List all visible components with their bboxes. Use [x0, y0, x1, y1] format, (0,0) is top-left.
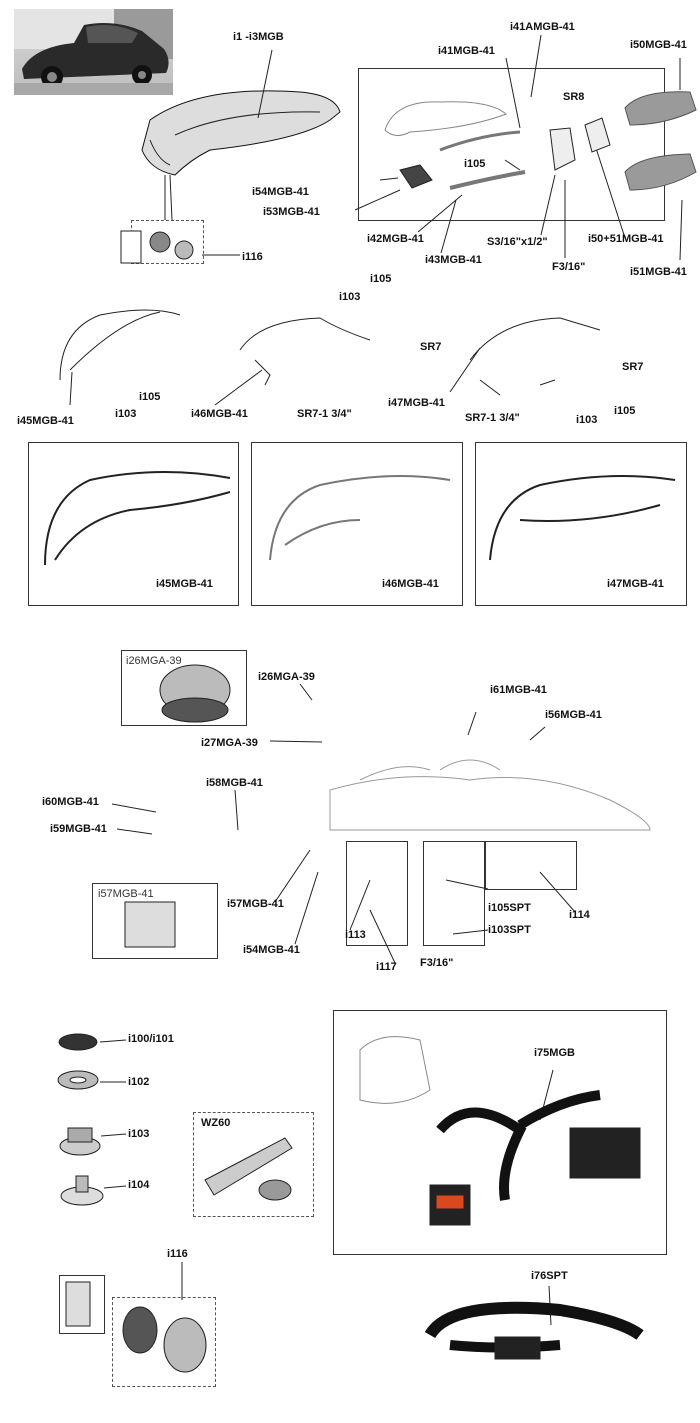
- panel-i46: [251, 442, 463, 606]
- label-i105c: i105: [139, 391, 161, 403]
- label-i76: i76SPT: [531, 1270, 568, 1282]
- label-i56: i56MGB-41: [545, 709, 602, 721]
- label-i104: i104: [128, 1179, 150, 1191]
- label-i103a: i103: [115, 408, 137, 420]
- wz60-dashed-box: [193, 1112, 314, 1217]
- car-photo: [14, 9, 173, 95]
- label-i103c: i103: [576, 414, 598, 426]
- label-sr8: SR8: [563, 91, 585, 103]
- i113-box: [346, 841, 408, 946]
- label-sr7-134a: SR7-1 3/4": [297, 408, 352, 420]
- label-i103spt: i103SPT: [488, 924, 531, 936]
- panel-i45: [28, 442, 239, 606]
- i105spt-box: [423, 841, 485, 946]
- label-i51: i51MGB-41: [630, 266, 687, 278]
- label-i45b: i45MGB-41: [156, 578, 213, 590]
- label-i53: i53MGB-41: [263, 206, 320, 218]
- chrome-cap: [624, 91, 697, 126]
- label-i117: i117: [376, 961, 397, 973]
- hood-parts-frame: [358, 68, 665, 221]
- label-i41: i41MGB-41: [438, 45, 495, 57]
- label-i105b: i105: [370, 273, 392, 285]
- label-i60: i60MGB-41: [42, 796, 99, 808]
- label-i46b: i46MGB-41: [382, 578, 439, 590]
- label-i105spt: i105SPT: [488, 902, 531, 914]
- label-i116a: i116: [242, 251, 263, 263]
- label-f316b: F3/16": [420, 957, 454, 969]
- label-i58: i58MGB-41: [206, 777, 263, 789]
- panel-i47: [475, 442, 687, 606]
- snap-fastener: [58, 1033, 98, 1051]
- label-i114: i114: [569, 909, 590, 921]
- label-i54b: i54MGB-41: [243, 944, 300, 956]
- label-i59: i59MGB-41: [50, 823, 107, 835]
- label-i100: i100/i101: [128, 1033, 174, 1045]
- label-i41a: i41AMGB-41: [510, 21, 575, 33]
- label-i45a: i45MGB-41: [17, 415, 74, 427]
- hood-frame: [59, 309, 181, 381]
- label-i42: i42MGB-41: [367, 233, 424, 245]
- label-i26a: i26MGA-39: [126, 655, 182, 667]
- soft-top: [141, 90, 341, 176]
- label-sr7-134b: SR7-1 3/4": [465, 412, 520, 424]
- label-i50-51: i50+51MGB-41: [588, 233, 664, 245]
- label-i113: i113: [345, 929, 366, 941]
- label-i27: i27MGA-39: [201, 737, 258, 749]
- label-sr7b: SR7: [622, 361, 644, 373]
- press-stud-tool: [204, 1137, 293, 1196]
- label-i57b: i57MGB-41: [227, 898, 284, 910]
- label-i116b: i116: [167, 1248, 188, 1260]
- i116-dashed-box-bottom: [112, 1297, 216, 1387]
- label-f316a: F3/16": [552, 261, 586, 273]
- label-i105d: i105: [614, 405, 636, 417]
- label-sr7a: SR7: [420, 341, 442, 353]
- label-i61: i61MGB-41: [490, 684, 547, 696]
- label-s316: S3/16"x1/2": [487, 236, 548, 248]
- label-i75: i75MGB: [534, 1047, 575, 1059]
- label-i26b: i26MGA-39: [258, 671, 315, 683]
- seat-belt: [436, 1107, 527, 1201]
- label-i47a: i47MGB-41: [388, 397, 445, 409]
- label-i43: i43MGB-41: [425, 254, 482, 266]
- label-i105a: i105: [464, 158, 486, 170]
- label-i50: i50MGB-41: [630, 39, 687, 51]
- label-i47b: i47MGB-41: [607, 578, 664, 590]
- label-i103d: i103: [128, 1128, 150, 1140]
- label-i102: i102: [128, 1076, 150, 1088]
- label-i103b: i103: [339, 291, 361, 303]
- label-i57a: i57MGB-41: [98, 888, 154, 900]
- label-i54a: i54MGB-41: [252, 186, 309, 198]
- label-wz60: WZ60: [201, 1117, 231, 1129]
- label-i46a: i46MGB-41: [191, 408, 248, 420]
- i114-box: [485, 841, 577, 890]
- label-i1: i1 -i3MGB: [233, 31, 284, 43]
